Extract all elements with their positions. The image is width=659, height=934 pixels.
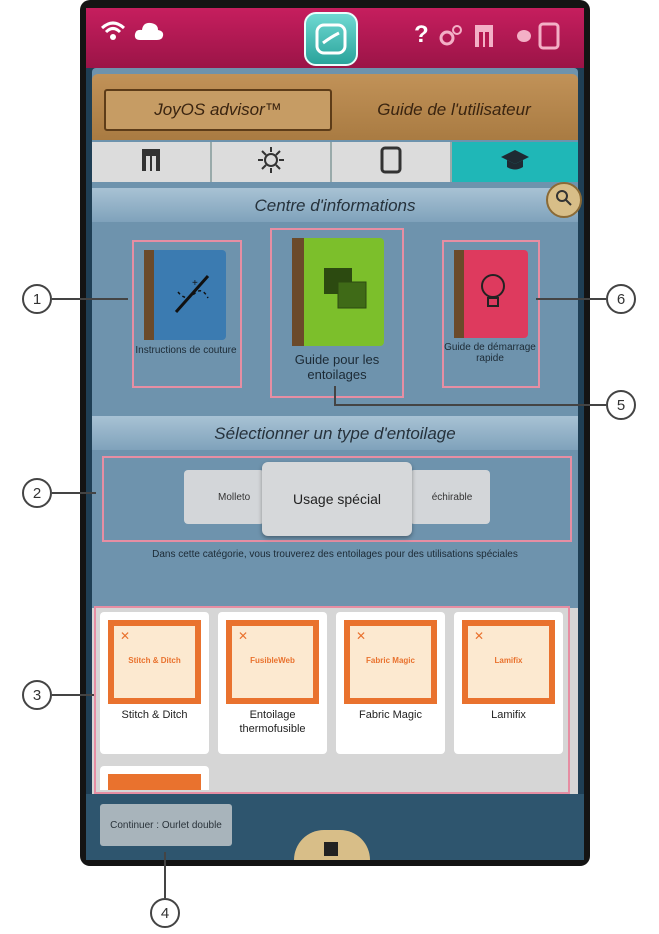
callout-5: 5	[606, 390, 636, 420]
callout-3: 3	[22, 680, 52, 710]
tab-settings[interactable]	[212, 142, 332, 182]
svg-text:+: +	[192, 278, 198, 289]
product-card-partial[interactable]	[100, 766, 209, 790]
book-quickstart-highlight	[442, 240, 540, 388]
info-center-title: Centre d'informations	[254, 196, 416, 215]
callout-line-5	[334, 404, 606, 406]
needle-stitch-icon: +	[172, 272, 212, 321]
stabilizer-type-title: Sélectionner un type d'entoilage	[214, 424, 456, 443]
icon-tab-row	[92, 142, 578, 182]
settings-gear-icon[interactable]	[438, 24, 462, 56]
drawer-handle[interactable]	[294, 830, 370, 860]
callout-6: 6	[606, 284, 636, 314]
book-instructions-highlight	[132, 240, 242, 388]
product-name: Lamifix	[491, 709, 526, 721]
product-name: Entoilage thermofusible	[239, 709, 306, 735]
screen: ? JoyOS advisor™ Guide de l'utilisateur	[86, 8, 584, 860]
book-quickstart-label: Guide de démarrage rapide	[444, 342, 536, 364]
graduation-cap-icon	[500, 148, 530, 177]
home-button[interactable]	[304, 12, 358, 66]
search-button[interactable]	[546, 182, 582, 218]
callout-1: 1	[22, 284, 52, 314]
book-stabilizer-label: Guide pour les entoilages	[294, 352, 380, 382]
product-card[interactable]: ✕Stitch & Ditch Stitch & Ditch	[100, 612, 209, 754]
tab-user-guide[interactable]: Guide de l'utilisateur	[377, 100, 531, 119]
book-icon	[322, 840, 340, 860]
product-brand: FusibleWeb	[250, 656, 295, 665]
book-quick-start[interactable]	[454, 250, 528, 338]
carousel-option-left[interactable]: Molleto	[184, 470, 264, 524]
callout-line-5b	[334, 386, 336, 404]
product-brand: Lamifix	[494, 656, 523, 665]
cloud-icon[interactable]	[134, 20, 164, 50]
search-icon	[555, 189, 573, 212]
book-stabilizer-highlight	[270, 228, 404, 398]
callout-line-2	[52, 492, 96, 494]
callout-4: 4	[150, 898, 180, 928]
tab-learning[interactable]	[452, 142, 578, 182]
tablet-icon	[380, 146, 402, 179]
product-brand: Stitch & Ditch	[128, 656, 181, 665]
product-card[interactable]: ✕FusibleWeb Entoilage thermofusible	[218, 612, 327, 754]
tablet-status-icon[interactable]	[538, 22, 560, 58]
callout-2: 2	[22, 478, 52, 508]
top-bar: ?	[86, 8, 584, 68]
wifi-icon[interactable]	[100, 20, 126, 50]
record-icon[interactable]	[516, 24, 532, 56]
continue-button[interactable]: Continuer : Ourlet double	[100, 804, 232, 846]
help-icon[interactable]: ?	[414, 21, 429, 48]
product-name: Fabric Magic	[359, 709, 422, 721]
product-card[interactable]: ✕Lamifix Lamifix	[454, 612, 563, 754]
sewing-machine-icon	[141, 148, 161, 177]
stabilizer-type-band	[92, 416, 578, 450]
callout-line-6	[536, 298, 606, 300]
tab-sewing-machine[interactable]	[92, 142, 212, 182]
carousel-option-selected[interactable]: Usage spécial	[262, 462, 412, 536]
header-tabs: JoyOS advisor™ Guide de l'utilisateur	[92, 74, 578, 140]
stabilizer-squares-icon	[322, 266, 368, 317]
carousel-option-right[interactable]: échirable	[410, 470, 490, 524]
book-instructions-label: Instructions de couture	[135, 345, 237, 356]
machine-icon[interactable]	[474, 24, 494, 56]
callout-line-1	[52, 298, 128, 300]
tab-joyos-advisor[interactable]: JoyOS advisor™	[104, 89, 332, 131]
callout-line-4	[164, 852, 166, 898]
settings-sun-icon	[257, 146, 285, 179]
stabilizer-carousel-highlight	[102, 456, 572, 542]
product-card[interactable]: ✕Fabric Magic Fabric Magic	[336, 612, 445, 754]
book-stabilizer-guide[interactable]	[292, 238, 384, 346]
product-name: Stitch & Ditch	[121, 709, 188, 721]
category-description: Dans cette catégorie, vous trouverez des…	[152, 549, 518, 560]
tab-tablet[interactable]	[332, 142, 452, 182]
product-grid-highlight	[94, 606, 570, 794]
book-sewing-instructions[interactable]: +	[144, 250, 226, 340]
product-brand: Fabric Magic	[366, 656, 415, 665]
callout-line-3	[52, 694, 94, 696]
lightbulb-icon	[480, 272, 506, 317]
info-center-band	[92, 188, 578, 222]
